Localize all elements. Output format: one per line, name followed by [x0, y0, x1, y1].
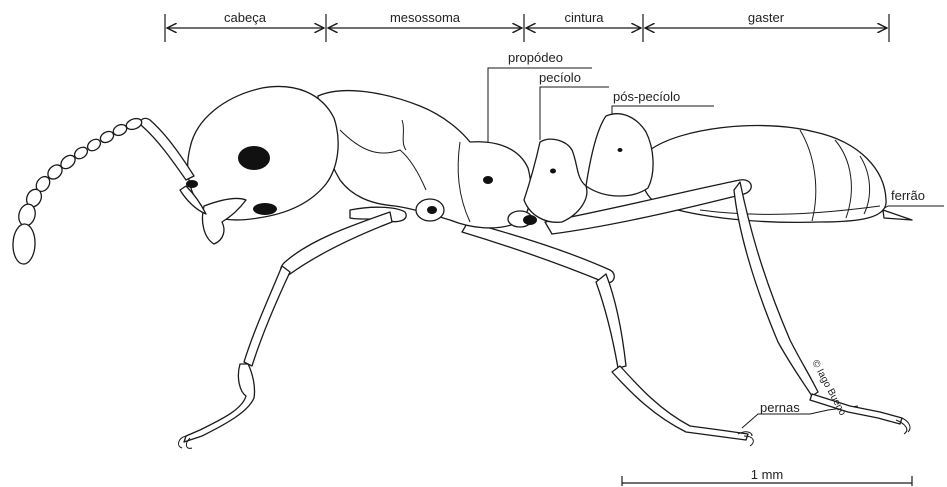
ant-illustration — [12, 86, 912, 448]
part-labels: propódeo pecíolo pós-pecíolo ferrão pern… — [488, 50, 944, 428]
antenna-club — [12, 224, 35, 265]
front-leg-tibia — [244, 266, 290, 366]
postpetiole-spiracle — [618, 148, 623, 152]
middle-coxa-joint — [427, 206, 437, 214]
front-leg-femur — [281, 212, 392, 276]
label-postpetiole: pós-pecíolo — [613, 89, 680, 104]
petiole-spiracle — [550, 169, 556, 174]
segment-bars: cabeça mesossoma cintura gaster — [165, 10, 889, 42]
hind-coxa-joint — [523, 215, 537, 225]
label-petiole: pecíolo — [539, 70, 581, 85]
postpetiole-outline — [586, 114, 653, 196]
hind-leg-tarsus — [810, 394, 902, 424]
label-waist: cintura — [564, 10, 604, 25]
petiole-outline — [524, 139, 587, 222]
scale-bar: 1 mm — [622, 467, 912, 486]
antenna-funicle — [12, 117, 143, 265]
leader-legs-front — [742, 414, 810, 428]
antennal-socket — [186, 180, 198, 188]
middle-leg-femur — [462, 222, 614, 283]
mouthpart-shadow — [253, 203, 277, 215]
mandible — [202, 198, 246, 244]
label-mesosoma: mesossoma — [390, 10, 461, 25]
front-leg-tarsus — [184, 364, 255, 442]
scale-bar-label: 1 mm — [751, 467, 784, 482]
label-propodeum: propódeo — [508, 50, 563, 65]
middle-leg-tarsus — [612, 366, 748, 440]
label-gaster: gaster — [748, 10, 785, 25]
label-head: cabeça — [224, 10, 267, 25]
middle-leg-tibia — [596, 274, 626, 368]
stinger-shape — [883, 210, 912, 220]
label-legs: pernas — [760, 400, 800, 415]
antenna-scape — [141, 118, 194, 180]
propodeal-spiracle — [483, 176, 493, 184]
label-stinger: ferrão — [891, 188, 925, 203]
compound-eye — [238, 146, 270, 170]
hind-leg-claw — [896, 418, 910, 434]
